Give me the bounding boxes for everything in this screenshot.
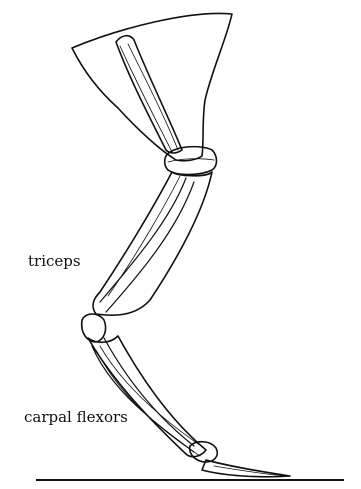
carpal-flexors-label: carpal flexors <box>24 408 128 426</box>
triceps-label: triceps <box>28 252 81 270</box>
elbow-joint <box>82 314 106 342</box>
scapula-muscle-line <box>128 44 178 150</box>
humerus <box>93 172 212 315</box>
triceps-muscle <box>100 178 186 302</box>
triceps-muscle <box>106 182 194 312</box>
scapula <box>72 13 232 160</box>
triceps-muscle <box>108 176 180 296</box>
forearm-inner-line <box>104 338 194 446</box>
carpal-flexor-muscle <box>100 346 204 448</box>
forearm <box>88 336 206 457</box>
carpal-flexor-muscle <box>96 350 200 456</box>
